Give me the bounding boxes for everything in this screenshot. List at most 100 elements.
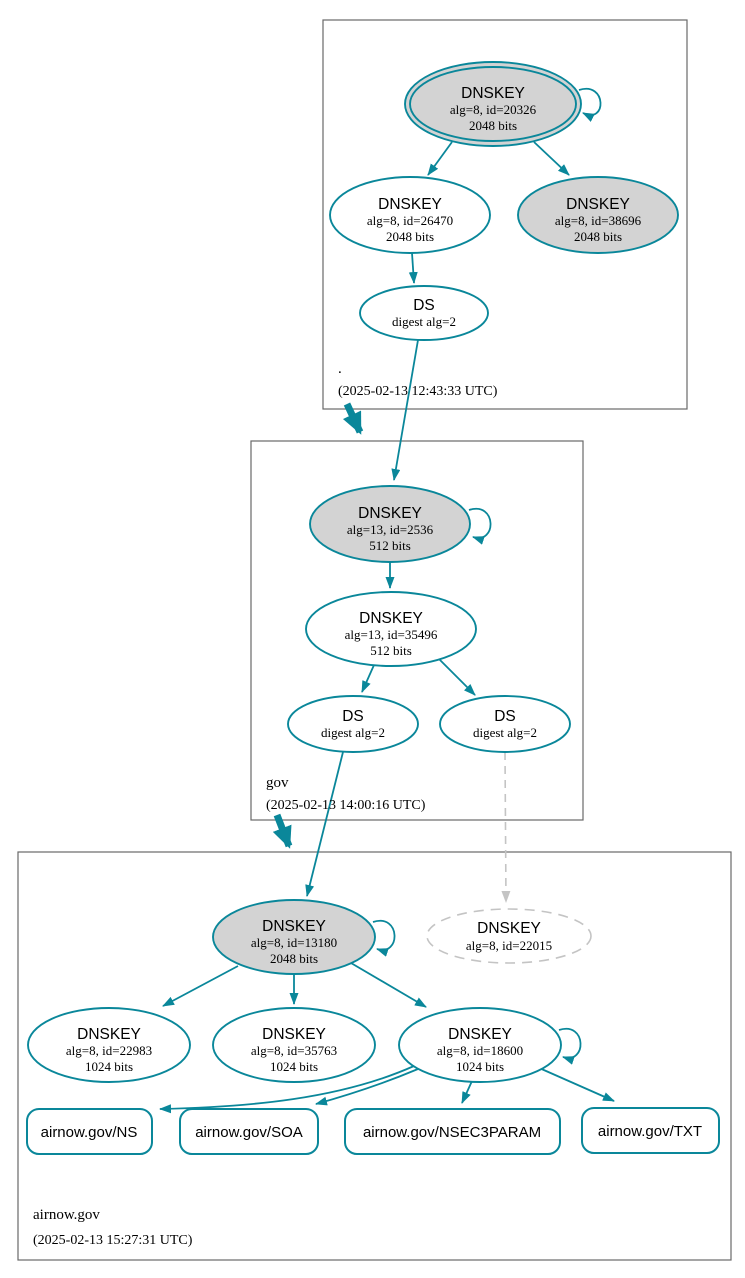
node-detail: alg=8, id=22983 [66, 1043, 152, 1058]
node-type: DNSKEY [378, 196, 442, 213]
node-dnskey-26470[interactable]: DNSKEY alg=8, id=26470 2048 bits [329, 176, 491, 254]
edge-20326-38696 [533, 141, 570, 176]
node-ds-root[interactable]: DS digest alg=2 [359, 285, 489, 341]
dnskey-ellipse [212, 899, 376, 975]
node-type: DNSKEY [358, 505, 422, 522]
dnskey-ellipse [305, 591, 477, 667]
node-detail: alg=13, id=2536 [347, 522, 434, 537]
node-type: DS [342, 708, 364, 725]
node-detail: alg=8, id=13180 [251, 935, 337, 950]
node-dnskey-22983[interactable]: DNSKEY alg=8, id=22983 1024 bits [27, 1007, 191, 1083]
node-dnskey-22015-missing[interactable]: DNSKEY alg=8, id=22015 [426, 908, 592, 964]
node-dnskey-35763[interactable]: DNSKEY alg=8, id=35763 1024 bits [212, 1007, 376, 1083]
zone-timestamp-root: (2025-02-13 12:43:33 UTC) [338, 384, 498, 399]
node-type: DNSKEY [448, 1026, 512, 1043]
zone-name-root: . [338, 361, 342, 377]
dnskey-ellipse [329, 176, 491, 254]
node-dnskey-20326-trust-anchor[interactable]: DNSKEY alg=8, id=20326 2048 bits [404, 61, 582, 147]
dnskey-ellipse [212, 1007, 376, 1083]
node-detail: digest alg=2 [321, 725, 385, 740]
edge-18600-txt [536, 1066, 615, 1102]
node-type: DNSKEY [359, 610, 423, 627]
node-bits: 2048 bits [574, 229, 622, 244]
node-dnskey-2536[interactable]: DNSKEY alg=13, id=2536 512 bits [309, 485, 471, 563]
zone-box-airnow-gov [17, 851, 732, 1261]
edge-gov-ds2-to-22015-dashed [501, 751, 511, 903]
dnskey-ellipse [27, 1007, 191, 1083]
node-detail: alg=13, id=35496 [345, 627, 438, 642]
edge-35496-ds2 [437, 657, 476, 696]
node-detail: alg=8, id=20326 [450, 102, 537, 117]
dnskey-ellipse [398, 1007, 562, 1083]
edge-13180-18600 [350, 962, 427, 1008]
dnskey-outer-ellipse [404, 61, 582, 147]
rrset-rect [344, 1108, 561, 1155]
zone-box-root [322, 19, 688, 410]
node-type: DNSKEY [262, 1026, 326, 1043]
edge-35496-ds1 [361, 664, 375, 693]
dnskey-ellipse [309, 485, 471, 563]
rrset-rect [581, 1107, 720, 1154]
node-dnskey-38696[interactable]: DNSKEY alg=8, id=38696 2048 bits [517, 176, 679, 254]
node-detail: alg=8, id=35763 [251, 1043, 337, 1058]
edge-delegation-root-gov [342, 402, 364, 435]
node-type: DS [494, 708, 516, 725]
rrset-airnow-soa[interactable]: airnow.gov/SOA [179, 1108, 319, 1155]
edge-20326-26470 [427, 141, 453, 176]
node-detail: digest alg=2 [392, 314, 456, 329]
rrset-rect [26, 1108, 153, 1155]
zone-timestamp-airnow-gov: (2025-02-13 15:27:31 UTC) [33, 1233, 193, 1248]
node-bits: 1024 bits [270, 1059, 318, 1074]
node-type: DNSKEY [461, 85, 525, 102]
rrset-airnow-ns[interactable]: airnow.gov/NS [26, 1108, 153, 1155]
ds-ellipse [439, 695, 571, 753]
node-detail: alg=8, id=26470 [367, 213, 453, 228]
edge-2536-selfloop [468, 507, 492, 545]
rrset-label: airnow.gov/NSEC3PARAM [363, 1124, 541, 1141]
node-detail: alg=8, id=38696 [555, 213, 642, 228]
rrset-label: airnow.gov/SOA [195, 1124, 303, 1141]
node-bits: 2048 bits [469, 118, 517, 133]
edge-13180-selfloop [372, 919, 396, 957]
node-ds-gov-2[interactable]: DS digest alg=2 [439, 695, 571, 753]
edge-18600-soa [315, 1068, 419, 1106]
dnskey-dashed-ellipse [426, 908, 592, 964]
node-type: DNSKEY [77, 1026, 141, 1043]
node-detail: digest alg=2 [473, 725, 537, 740]
node-bits: 2048 bits [386, 229, 434, 244]
node-dnskey-18600[interactable]: DNSKEY alg=8, id=18600 1024 bits [398, 1007, 562, 1083]
edge-26470-ds [408, 252, 418, 284]
zone-name-gov: gov [266, 775, 289, 791]
zone-name-airnow-gov: airnow.gov [33, 1207, 100, 1223]
rrset-label: airnow.gov/NS [41, 1124, 138, 1141]
node-type: DNSKEY [477, 920, 541, 937]
ds-ellipse [359, 285, 489, 341]
node-bits: 512 bits [370, 643, 412, 658]
zone-timestamp-gov: (2025-02-13 14:00:16 UTC) [266, 798, 426, 813]
edge-13180-22983 [162, 965, 239, 1007]
edge-18600-ns [159, 1065, 415, 1114]
edge-18600-selfloop [558, 1027, 582, 1065]
node-dnskey-35496[interactable]: DNSKEY alg=13, id=35496 512 bits [305, 591, 477, 667]
dnskey-ellipse [517, 176, 679, 254]
node-dnskey-13180[interactable]: DNSKEY alg=8, id=13180 2048 bits [212, 899, 376, 975]
ds-ellipse [287, 695, 419, 753]
dnskey-inner-ellipse [409, 66, 577, 142]
node-bits: 512 bits [369, 538, 411, 553]
node-ds-gov-1[interactable]: DS digest alg=2 [287, 695, 419, 753]
rrset-airnow-txt[interactable]: airnow.gov/TXT [581, 1107, 720, 1154]
edge-20326-selfloop [578, 87, 602, 122]
edge-18600-nsec3param [461, 1080, 473, 1104]
edge-root-ds-to-gov-ksk [391, 339, 419, 481]
node-type: DS [413, 297, 435, 314]
rrset-airnow-nsec3param[interactable]: airnow.gov/NSEC3PARAM [344, 1108, 561, 1155]
zone-box-gov [250, 440, 584, 821]
node-type: DNSKEY [566, 196, 630, 213]
node-detail: alg=8, id=22015 [466, 938, 552, 953]
node-bits: 1024 bits [85, 1059, 133, 1074]
node-detail: alg=8, id=18600 [437, 1043, 523, 1058]
rrset-label: airnow.gov/TXT [598, 1123, 702, 1140]
edge-gov-ds-to-airnow-ksk [305, 751, 344, 897]
node-type: DNSKEY [262, 918, 326, 935]
